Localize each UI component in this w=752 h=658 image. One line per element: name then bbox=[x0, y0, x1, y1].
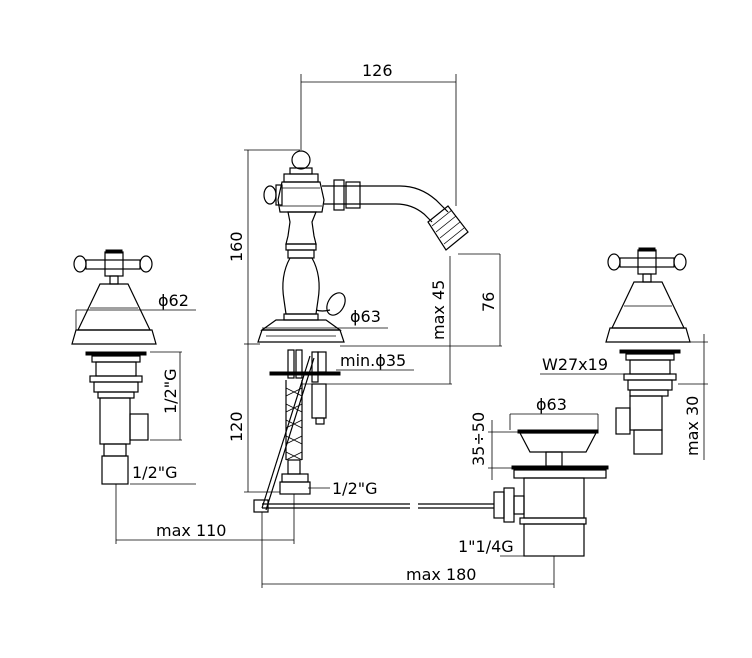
dim-waste-thread: 1"1/4G bbox=[458, 537, 514, 556]
right-valve bbox=[605, 247, 691, 455]
waste-assembly bbox=[493, 429, 609, 557]
dimension-lines bbox=[75, 74, 708, 588]
dim-w27x19: W27x19 bbox=[542, 355, 608, 374]
dim-phi63: ϕ63 bbox=[350, 307, 381, 326]
mixer-underdeck bbox=[253, 349, 494, 513]
dimension-labels: 126 160 120 max 45 76 ϕ62 ϕ63 min.ϕ35 1/… bbox=[132, 61, 702, 584]
mixer-body bbox=[257, 150, 469, 343]
dim-76: 76 bbox=[479, 292, 498, 312]
dim-waste-range: 35÷50 bbox=[469, 412, 488, 466]
dim-min-phi35: min.ϕ35 bbox=[340, 351, 406, 370]
dim-waste-phi63: ϕ63 bbox=[536, 395, 567, 414]
dim-max-45: max 45 bbox=[429, 280, 448, 340]
dim-max-180: max 180 bbox=[406, 565, 476, 584]
dim-160: 160 bbox=[227, 231, 246, 262]
dim-hose-thread: 1/2"G bbox=[332, 479, 378, 498]
left-valve bbox=[71, 249, 157, 485]
dim-left-thread-upper: 1/2"G bbox=[161, 368, 180, 414]
dim-left-phi62: ϕ62 bbox=[158, 291, 189, 310]
dim-left-thread-lower: 1/2"G bbox=[132, 463, 178, 482]
dim-126: 126 bbox=[362, 61, 393, 80]
dim-max-30: max 30 bbox=[683, 396, 702, 456]
dim-120: 120 bbox=[227, 411, 246, 442]
dim-max-110: max 110 bbox=[156, 521, 226, 540]
